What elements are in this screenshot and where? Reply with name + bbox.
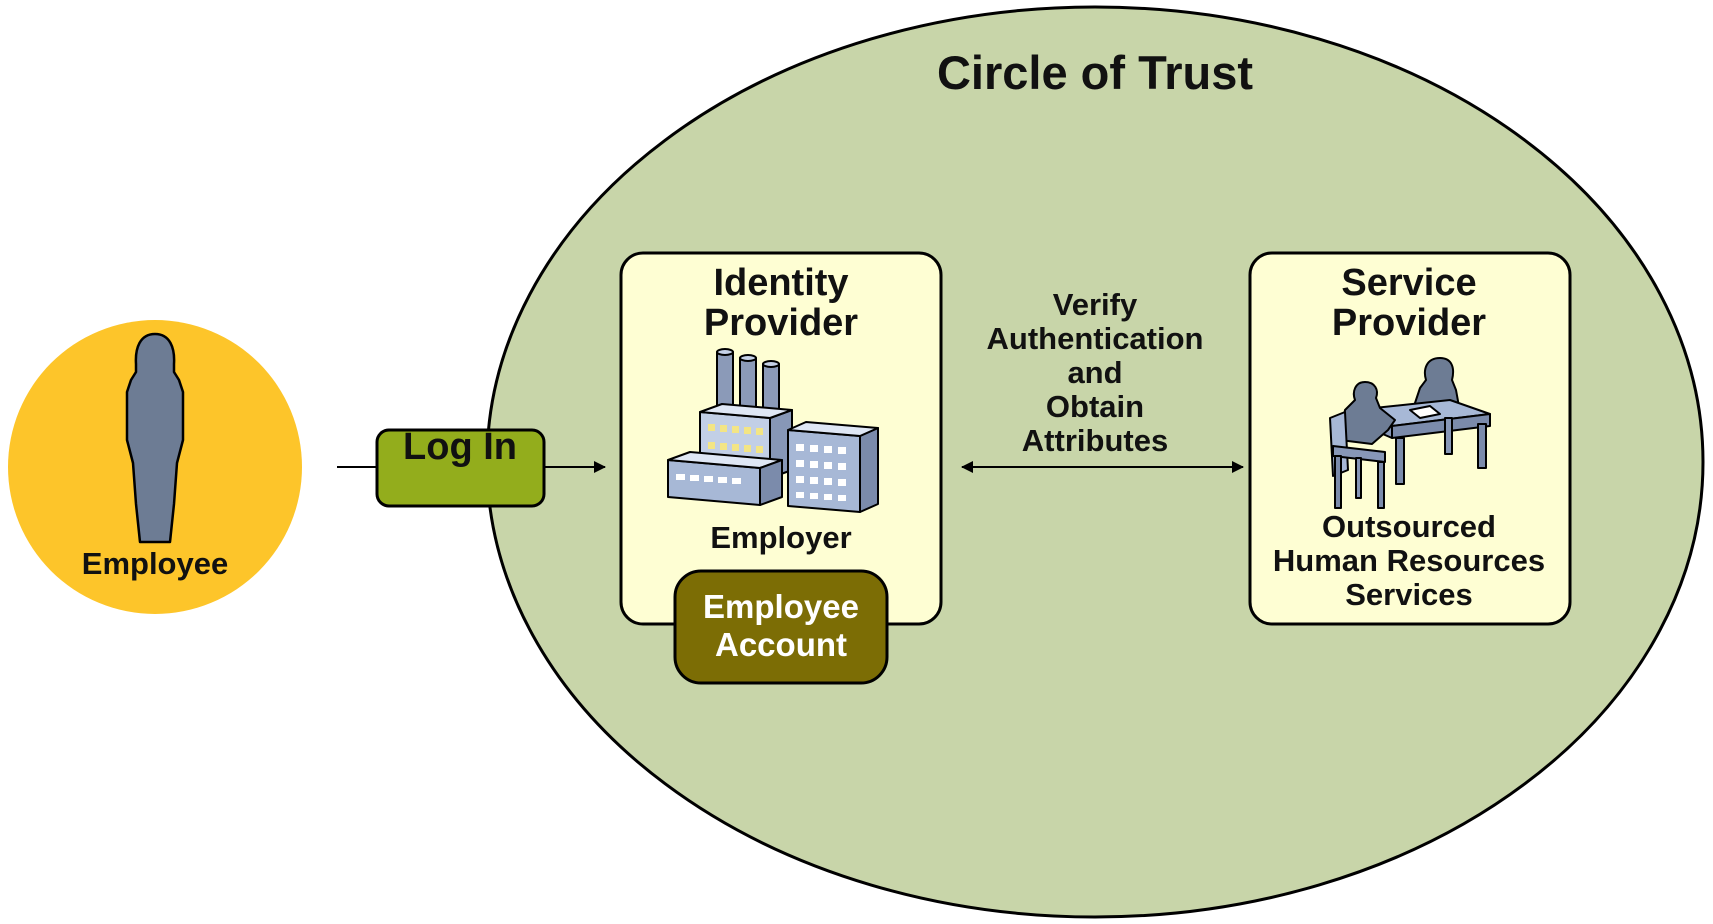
service-provider-caption: Outsourced Human Resources Services	[1240, 509, 1578, 613]
verify-line: Attributes	[1021, 423, 1169, 459]
verify-line: Obtain	[1045, 389, 1145, 425]
employee-account-box	[673, 569, 889, 685]
service-provider-title: Service Provider	[1248, 262, 1570, 344]
people-at-desk-icon	[1329, 357, 1491, 509]
verify-line: Verify	[1052, 287, 1138, 322]
employee-account-line: Account	[715, 625, 847, 663]
service-provider-caption-line: Services	[1345, 577, 1473, 613]
login-box[interactable]	[375, 428, 546, 508]
service-provider-caption-line: Human Resources	[1272, 543, 1546, 579]
employer-label: Employer	[710, 520, 852, 555]
employee-account-line: Employee	[703, 588, 859, 625]
employee-account-label: Employee Account	[674, 588, 888, 664]
identity-provider-title-line: Identity	[713, 262, 849, 304]
factory-icon	[667, 348, 879, 513]
service-provider-box	[1248, 251, 1572, 626]
diagram-title: Circle of Trust	[936, 46, 1253, 99]
identity-provider-title-line: Provider	[703, 301, 859, 344]
service-provider-caption-line: Outsourced	[1322, 509, 1496, 544]
identity-provider-title: Identity Provider	[620, 262, 942, 344]
login-label[interactable]: Log In	[403, 426, 517, 468]
verify-line: Authentication	[986, 321, 1204, 357]
service-provider-title-line: Service	[1341, 262, 1477, 304]
service-provider-title-line: Provider	[1331, 301, 1487, 344]
verify-line: and	[1067, 355, 1123, 391]
verify-authentication-label: Verify Authentication and Obtain Attribu…	[960, 287, 1230, 459]
employee-label: Employee	[81, 546, 229, 581]
person-silhouette-icon	[125, 332, 185, 544]
